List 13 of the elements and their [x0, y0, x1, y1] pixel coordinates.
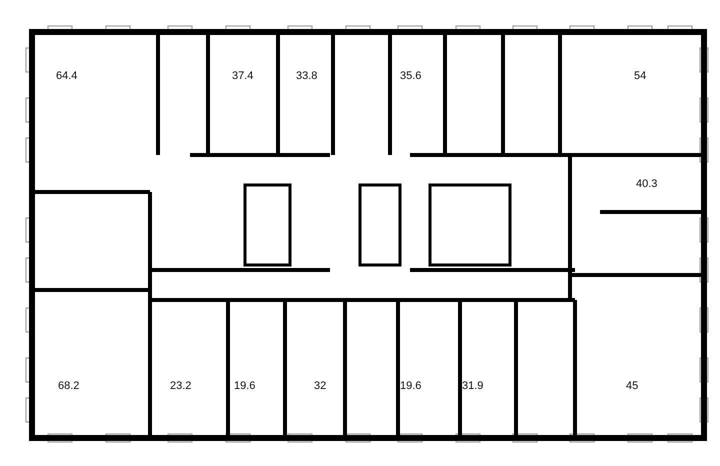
area-label: 37.4 [232, 70, 254, 82]
area-label: 32 [314, 380, 326, 392]
area-label: 54 [634, 70, 646, 82]
area-label: 45 [626, 380, 638, 392]
area-label: 40.3 [636, 178, 658, 190]
area-label: 19.6 [400, 380, 422, 392]
area-label: 19.6 [234, 380, 256, 392]
area-label: 68.2 [58, 380, 80, 392]
area-label: 31.9 [462, 380, 484, 392]
area-label: 64.4 [56, 70, 78, 82]
area-label: 23.2 [170, 380, 192, 392]
area-label: 33.8 [296, 70, 318, 82]
area-label: 35.6 [400, 70, 422, 82]
